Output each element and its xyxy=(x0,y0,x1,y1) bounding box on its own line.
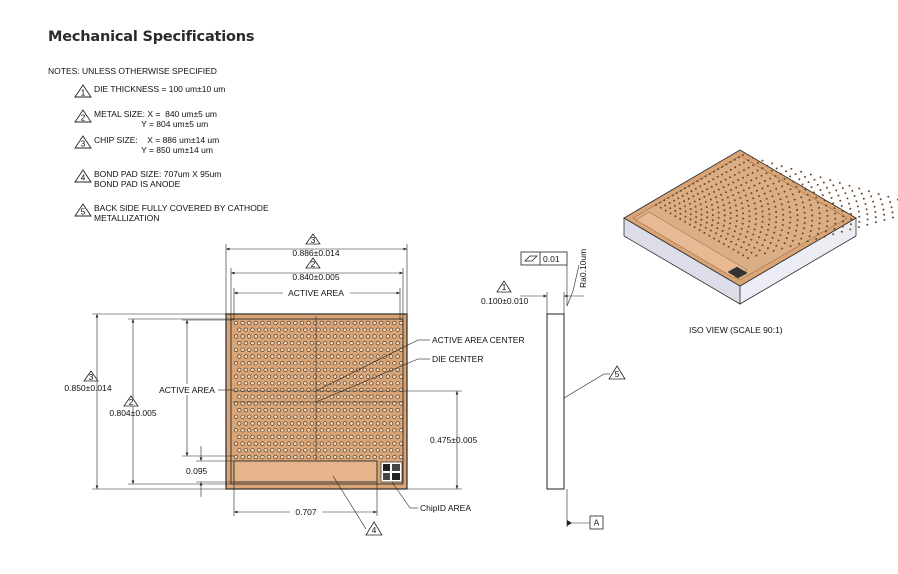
svg-text:2: 2 xyxy=(81,114,86,123)
svg-text:2: 2 xyxy=(311,259,316,269)
note-triangle-icon: 2 xyxy=(74,109,92,123)
datum-label: A xyxy=(594,518,600,528)
note-4-line-2: BOND PAD IS ANODE xyxy=(94,179,181,189)
flatness-value: 0.01 xyxy=(543,254,560,264)
die-center-label: DIE CENTER xyxy=(432,354,483,364)
metal-height-dim: 0.804±0.005 xyxy=(109,408,156,418)
note-triangle-icon: 4 xyxy=(74,169,92,183)
pad-note: 4 xyxy=(372,525,377,535)
active-area-center-label: ACTIVE AREA CENTER xyxy=(432,335,525,345)
active-area-left-label: ACTIVE AREA xyxy=(159,385,215,395)
note-triangle-icon: 3 xyxy=(74,135,92,149)
top-view: 3 0.886±0.014 2 0.840±0.005 ACTIVE AREA … xyxy=(64,233,525,536)
svg-text:1: 1 xyxy=(502,282,507,292)
pad-width-dim: 0.707 xyxy=(295,507,317,517)
flatness-icon xyxy=(524,255,538,262)
center-offset-dim: 0.475±0.005 xyxy=(430,435,477,445)
metal-outline xyxy=(230,318,404,485)
active-area-top-label: ACTIVE AREA xyxy=(288,288,344,298)
iso-chip-id xyxy=(727,266,748,279)
note-2-line-1: METAL SIZE: X = 840 um±5 um xyxy=(94,109,218,119)
svg-text:2: 2 xyxy=(129,397,134,407)
notes-header: NOTES: UNLESS OTHERWISE SPECIFIED xyxy=(48,66,217,76)
active-area-grid xyxy=(233,320,404,460)
side-view: 0.01 Ra0.10um 1 0.100±0.010 5 A xyxy=(481,249,626,530)
note-5-line-2: METALLIZATION xyxy=(94,213,160,223)
note-3: 3 CHIP SIZE: X = 886 um±14 um Y = 850 um±… xyxy=(74,135,219,155)
thickness-dim: 0.100±0.010 xyxy=(481,296,528,306)
note-5-line-1: BACK SIDE FULLY COVERED BY CATHODE xyxy=(94,203,269,213)
note-2: 2 METAL SIZE: X = 840 um±5 um Y = 804 um±… xyxy=(74,109,217,129)
note-triangle-icon: 1 xyxy=(74,84,92,98)
chip-width-dim: 0.886±0.014 xyxy=(292,248,339,258)
roughness-value: Ra0.10um xyxy=(578,249,588,288)
note-1: 1 DIE THICKNESS = 100 um±10 um xyxy=(74,84,225,98)
note-3-line-1: CHIP SIZE: X = 886 um±14 um xyxy=(94,135,220,145)
backside-note: 5 xyxy=(615,369,620,379)
svg-text:3: 3 xyxy=(311,235,316,245)
chip-height-dim: 0.850±0.014 xyxy=(64,383,111,393)
note-2-line-2: Y = 804 um±5 um xyxy=(94,119,209,129)
note-4-line-1: BOND PAD SIZE: 707um X 95um xyxy=(94,169,222,179)
svg-text:4: 4 xyxy=(81,174,86,183)
svg-text:5: 5 xyxy=(81,208,86,217)
metal-width-dim: 0.840±0.005 xyxy=(292,272,339,282)
chip-id-area-label: ChipID AREA xyxy=(420,503,471,513)
svg-text:3: 3 xyxy=(81,140,86,149)
page-title: Mechanical Specifications xyxy=(48,29,255,45)
iso-view: ISO VIEW (SCALE 90:1) xyxy=(623,149,898,335)
note-triangle-icon: 5 xyxy=(74,203,92,217)
svg-text:3: 3 xyxy=(89,372,94,382)
chip-id-mark xyxy=(380,461,403,483)
flatness-frame xyxy=(520,251,568,266)
note-3-line-2: Y = 850 um±14 um xyxy=(94,145,213,155)
bond-pad xyxy=(233,460,378,483)
iso-view-label: ISO VIEW (SCALE 90:1) xyxy=(689,325,783,335)
pad-height-dim: 0.095 xyxy=(186,466,208,476)
svg-text:1: 1 xyxy=(81,89,86,98)
note-1-line-1: DIE THICKNESS = 100 um±10 um xyxy=(94,84,226,94)
iso-dot-grid xyxy=(655,154,898,259)
